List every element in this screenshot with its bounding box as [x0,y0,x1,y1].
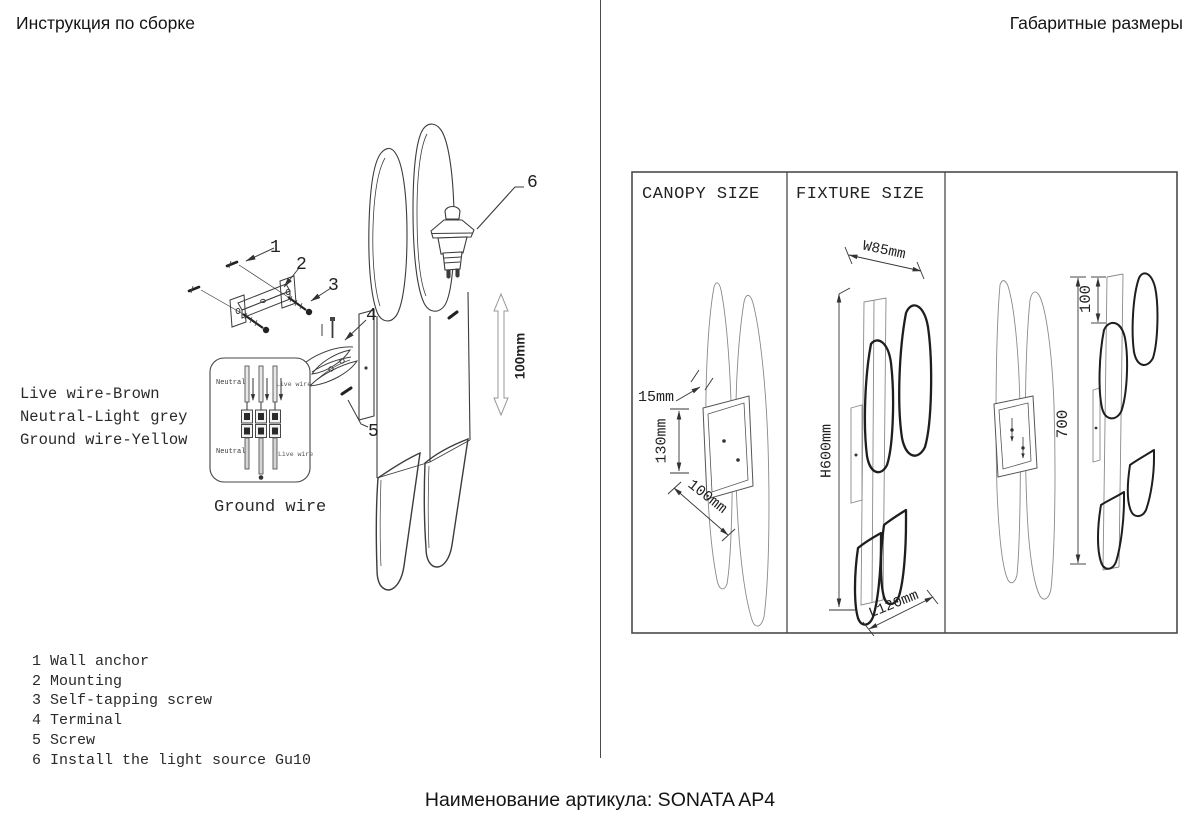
terminal-blocks [241,409,281,438]
wire-legend-live: Live wire-Brown [20,385,160,403]
dimension-label-100mm-lamp: 100mm [512,332,528,380]
wire-legend-ground: Ground wire-Yellow [20,431,188,449]
wire-legend: Live wire-Brown Neutral-Light grey Groun… [20,383,187,452]
page-title-left: Инструкция по сборке [16,13,195,33]
parts-list: 1 Wall anchor 2 Mounting 3 Self-tapping … [32,652,311,770]
dimension-arrow-100mm [493,292,509,417]
callout-4: 4 [366,306,377,326]
page-title-right: Габаритные размеры [1009,13,1183,33]
gu10-bulb-drawing [430,205,475,279]
dim-fixture-width: W85mm [861,238,907,264]
main-lamp-drawing [340,123,524,591]
parts-list-item: 2 Mounting [32,672,123,690]
dim-canopy-depth: 15mm [638,389,675,406]
wire-legend-neutral: Neutral-Light grey [20,408,188,426]
dim-overall-top-offset: 100 [1077,285,1095,313]
parts-list-item: 5 Screw [32,731,96,749]
callout-5: 5 [368,422,379,442]
overall-size-sketch [993,272,1159,600]
fixture-size-header: FIXTURE SIZE [796,185,925,204]
wiring-label-live-top: Live wire [276,381,312,388]
parts-list-item: 6 Install the light source Gu10 [32,751,312,769]
wiring-label-live-bottom: Live wire [278,451,314,458]
parts-list-item: 3 Self-tapping screw [32,692,213,710]
mounting-bracket-drawing [187,247,332,334]
dim-canopy-height: 130mm [653,418,671,464]
parts-list-item: 1 Wall anchor [32,653,150,670]
size-panel-frame [631,171,1178,634]
wiring-box-drawing [209,346,354,483]
canopy-size-sketch [667,282,770,627]
ground-wire-caption: Ground wire [214,498,327,517]
article-name-footer: Наименование артикула: SONATA AP4 [424,789,776,811]
parts-list-item: 4 Terminal [32,712,123,730]
fixture-size-sketch [829,246,939,637]
body-screws [340,310,459,396]
dim-fixture-height: H600mm [818,423,836,479]
dim-fixture-length: L120mm [866,587,922,623]
callout-2: 2 [296,255,307,275]
wiring-label-neutral-bottom: Neutral [216,448,246,456]
callout-6: 6 [527,173,538,193]
canopy-size-header: CANOPY SIZE [642,185,760,204]
terminal-drawing [308,317,369,428]
callout-3: 3 [328,276,339,296]
wiring-label-neutral-top: Neutral [216,379,246,387]
dim-canopy-width: 100mm [684,476,730,518]
section-divider [600,0,601,758]
dim-overall-total-height: 700 [1054,409,1072,439]
callout-1: 1 [270,238,281,258]
